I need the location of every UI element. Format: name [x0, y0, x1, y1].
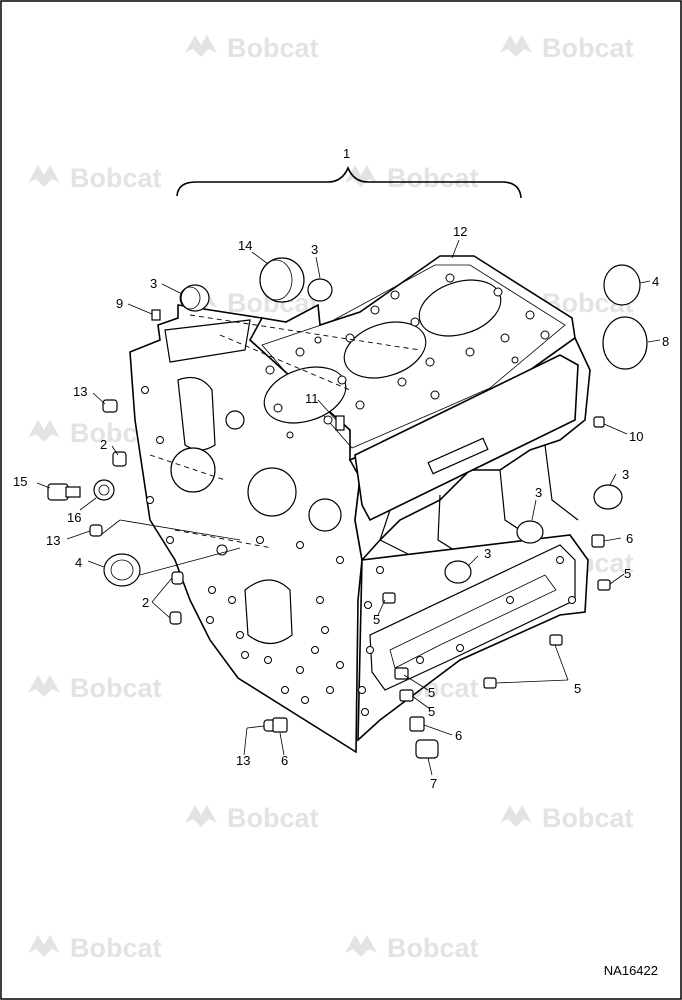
- callout-4: 4: [75, 555, 82, 570]
- plug-10: [593, 416, 605, 428]
- callout-3: 3: [150, 276, 157, 291]
- callout-14: 14: [238, 238, 252, 253]
- washer-16: [93, 479, 115, 501]
- plug-3-left: [179, 284, 210, 312]
- pin-13-top: [102, 399, 118, 413]
- watermark-text: Bobcat: [387, 933, 479, 963]
- callout-4: 4: [652, 274, 659, 289]
- watermark-text: Bobcat: [70, 163, 162, 193]
- pin-9: [151, 309, 161, 321]
- pin-11: [335, 415, 345, 431]
- callout-7: 7: [430, 776, 437, 791]
- callout-13: 13: [236, 753, 250, 768]
- callout-2: 2: [142, 595, 149, 610]
- callout-5: 5: [373, 612, 380, 627]
- front-bore-lower: [244, 579, 293, 645]
- plug-3-top: [307, 278, 333, 302]
- deck-gasket-line: [261, 264, 566, 449]
- cover-8: [602, 316, 648, 370]
- callout-5: 5: [574, 681, 581, 696]
- watermark-text: Bobcat: [542, 33, 634, 63]
- plug-3-side: [516, 520, 544, 544]
- callout-6: 6: [626, 531, 633, 546]
- plug-4-right: [603, 264, 641, 306]
- callout-6: 6: [281, 753, 288, 768]
- watermark-text: Bobcat: [70, 673, 162, 703]
- nameplate: [427, 437, 489, 475]
- callout-5: 5: [428, 704, 435, 719]
- fitting-15: [47, 483, 81, 501]
- watermark-text: Bobcat: [387, 163, 479, 193]
- callout-5: 5: [428, 685, 435, 700]
- side-cover: [369, 544, 576, 691]
- figure-id: NA16422: [603, 963, 658, 978]
- watermark-text: Bobcat: [227, 803, 319, 833]
- callout-16: 16: [67, 510, 81, 525]
- callout-13: 13: [73, 384, 87, 399]
- callout-3: 3: [484, 546, 491, 561]
- callout-9: 9: [116, 296, 123, 311]
- callout-labels: 1 12 14 3 3 4 8 9 13 11 10 2 3 15 16 3 1…: [13, 146, 669, 791]
- dowel-2-lower: [169, 611, 182, 625]
- callout-12: 12: [453, 224, 467, 239]
- deck-holes: [265, 273, 550, 439]
- watermark-text: Bobcat: [542, 803, 634, 833]
- watermark-text: Bobcat: [227, 33, 319, 63]
- callout-5: 5: [624, 566, 631, 581]
- front-bore-left: [170, 447, 216, 493]
- callout-3: 3: [311, 242, 318, 257]
- cylinder-bore-2: [343, 321, 427, 379]
- front-bore-mid: [247, 467, 297, 517]
- watermark-text: Bobcat: [70, 933, 162, 963]
- seal-4-left: [103, 553, 141, 587]
- callout-3: 3: [535, 485, 542, 500]
- bolts-5: [382, 579, 611, 702]
- side-cover-inner: [389, 574, 557, 669]
- plug-6-bottom: [409, 716, 425, 732]
- callout-10: 10: [629, 429, 643, 444]
- front-plate-holes: [141, 386, 344, 704]
- front-port: [225, 410, 245, 430]
- callout-13: 13: [46, 533, 60, 548]
- front-top-recess: [164, 319, 251, 363]
- callout-2: 2: [100, 437, 107, 452]
- assembly-brace: [176, 165, 522, 199]
- main-gallery: [354, 354, 579, 522]
- leader-lines: [36, 239, 661, 776]
- plug-6-left: [272, 717, 288, 733]
- crankcase-webs: [379, 444, 579, 561]
- callout-15: 15: [13, 474, 27, 489]
- plug-14: [259, 257, 305, 303]
- plug-3-right: [593, 484, 623, 510]
- callout-8: 8: [662, 334, 669, 349]
- callout-6: 6: [455, 728, 462, 743]
- callout-3: 3: [622, 467, 629, 482]
- callout-1: 1: [343, 146, 350, 161]
- plug-7: [415, 739, 439, 759]
- pin-13-mid: [89, 524, 103, 537]
- plug-3-side-lower: [444, 560, 472, 584]
- cylinder-block: [129, 255, 591, 754]
- dowel-2-upper: [171, 571, 184, 585]
- dowel-2-top: [112, 451, 127, 467]
- front-bore-right: [308, 498, 342, 532]
- plug-6-right: [591, 534, 605, 548]
- side-bolt-holes: [358, 556, 576, 716]
- callout-11: 11: [305, 391, 319, 406]
